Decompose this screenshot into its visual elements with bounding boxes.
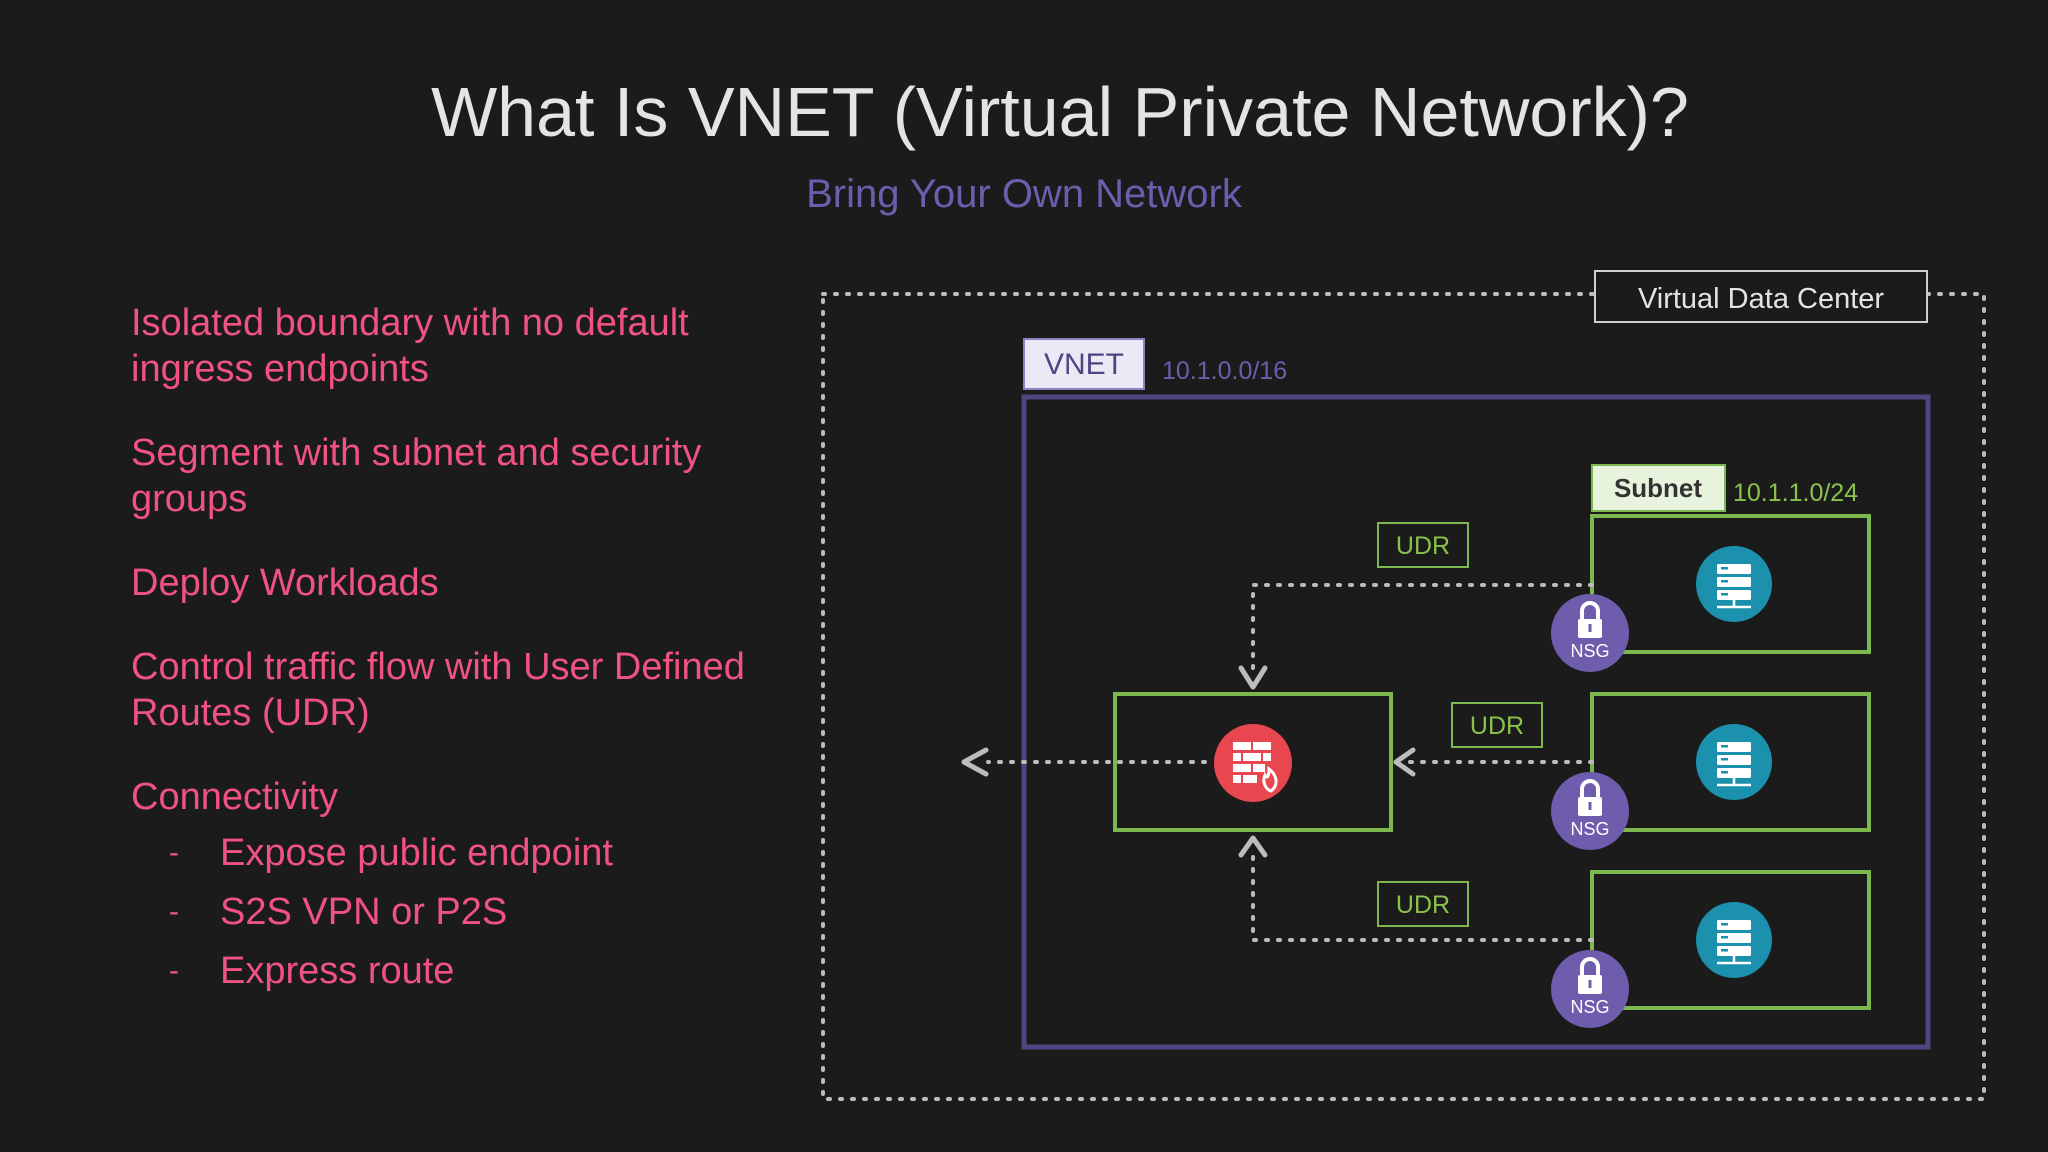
bullet-control-traffic: Control traffic flow with User Defined R… <box>131 646 745 734</box>
server-icon <box>1694 544 1774 624</box>
list-dash: - <box>169 895 179 928</box>
nsg-badge-1: NSG <box>1551 594 1629 672</box>
firewall-subnet-box <box>1113 692 1393 832</box>
arrow-outbound-icon <box>961 747 989 777</box>
udr-routes <box>986 583 1594 942</box>
datacenter-label: Virtual Data Center <box>1638 283 1884 315</box>
connectivity-item-public-endpoint: - Expose public endpoint <box>169 832 613 874</box>
bullet-isolated-boundary: Isolated boundary with no default ingres… <box>131 302 689 390</box>
bullet-deploy-workloads: Deploy Workloads <box>131 562 439 604</box>
vnet-label-box <box>1023 338 1145 390</box>
arrow-down-icon <box>1238 665 1268 690</box>
page-title: What Is VNET (Virtual Private Network)? <box>431 73 1689 151</box>
bullet-connectivity: Connectivity <box>131 776 338 818</box>
firewall-icon <box>1214 724 1292 802</box>
udr-label-1: UDR <box>1396 532 1450 560</box>
connectivity-item-express-route: - Express route <box>169 950 455 992</box>
bullet-list: Isolated boundary with no default ingres… <box>131 300 771 1007</box>
arrow-left-icon <box>1393 747 1416 777</box>
udr-label-box-3 <box>1377 881 1469 927</box>
subnet-label-box <box>1591 464 1726 512</box>
vnet-cidr: 10.1.0.0/16 <box>1162 357 1287 385</box>
route-subnet-1 <box>1251 583 1594 672</box>
udr-label-box-2 <box>1451 702 1543 748</box>
nsg-label: NSG <box>1570 819 1609 839</box>
nsg-label: NSG <box>1570 641 1609 661</box>
server-icon <box>1694 722 1774 802</box>
server-icon <box>1694 900 1774 980</box>
subnet-cidr: 10.1.1.0/24 <box>1733 479 1858 507</box>
page-subtitle: Bring Your Own Network <box>806 172 1242 216</box>
datacenter-label-box <box>1594 270 1928 323</box>
vnet-boundary <box>1021 394 1931 1050</box>
udr-label-3: UDR <box>1396 891 1450 919</box>
list-dash: - <box>169 836 179 869</box>
vnet-label: VNET <box>1044 348 1124 381</box>
nsg-badge-3: NSG <box>1551 950 1629 1028</box>
bullet-segment-subnet: Segment with subnet and security groups <box>131 432 702 520</box>
nsg-label: NSG <box>1570 997 1609 1017</box>
subnet-label: Subnet <box>1614 473 1702 503</box>
connectivity-item-vpn: - S2S VPN or P2S <box>169 891 508 933</box>
datacenter-boundary <box>821 292 1986 1101</box>
udr-label-box-1 <box>1377 522 1469 568</box>
udr-label-2: UDR <box>1470 712 1524 740</box>
nsg-badge-2: NSG <box>1551 772 1629 850</box>
connectivity-sub-list: - Expose public endpoint - S2S VPN or P2… <box>131 830 771 994</box>
list-dash: - <box>169 954 179 987</box>
route-subnet-3 <box>1251 853 1594 942</box>
arrow-up-icon <box>1238 835 1268 858</box>
